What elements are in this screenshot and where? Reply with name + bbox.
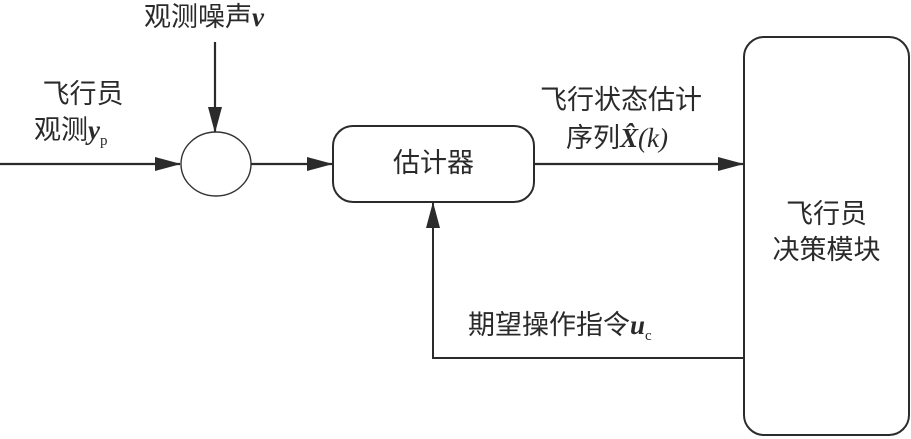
pilot-observation-text: 观测: [34, 115, 88, 146]
command-subscript: c: [645, 328, 652, 344]
state-estimate-arg: (k): [638, 123, 668, 153]
pilot-observation-symbol: y: [88, 115, 100, 145]
noise-label: 观测噪声v: [144, 0, 264, 35]
command-symbol: u: [630, 310, 646, 340]
state-estimate-label-line2: 序列X̂(k): [566, 121, 668, 156]
decision-block: [743, 36, 910, 436]
estimator-label: 估计器: [393, 148, 474, 179]
command-label: 期望操作指令uc: [468, 308, 652, 353]
summing-junction: [180, 131, 252, 197]
noise-symbol: v: [252, 2, 264, 32]
feedback-line: [432, 232, 744, 359]
pilot-observation-label-line1: 飞行员: [42, 79, 124, 110]
decision-label-line1: 飞行员: [786, 199, 867, 230]
state-estimate-symbol: X̂: [620, 123, 639, 153]
pilot-observation-subscript: p: [99, 133, 108, 149]
state-estimate-label-line1: 飞行状态估计: [540, 85, 702, 116]
command-text: 期望操作指令: [468, 310, 630, 341]
noise-label-text: 观测噪声: [144, 2, 252, 33]
pilot-observation-label-line2: 观测yp: [34, 113, 107, 158]
decision-label-line2: 决策模块: [772, 235, 881, 266]
state-estimate-text: 序列: [566, 123, 620, 154]
